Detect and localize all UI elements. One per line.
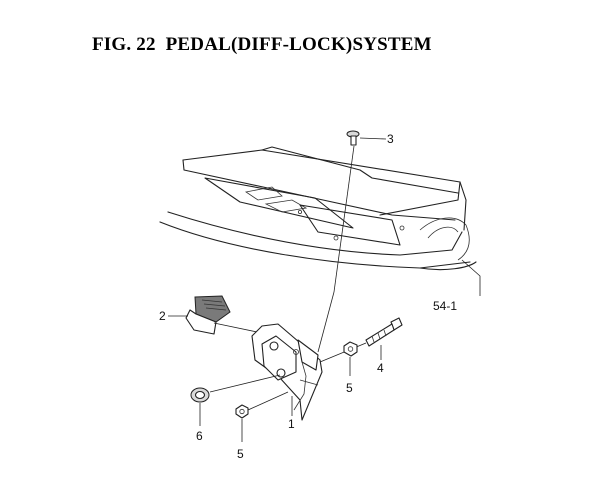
part-5-nut-upper [343, 341, 358, 357]
figure-name: PEDAL(DIFF-LOCK)SYSTEM [165, 34, 432, 55]
callout-5-upper: 5 [346, 381, 353, 395]
part-4-bolt [365, 317, 403, 347]
assembly-line-2 [213, 322, 263, 334]
assembly-line-6 [209, 374, 281, 393]
part-5-nut-lower [235, 404, 249, 419]
callout-2: 2 [159, 309, 166, 323]
assembly-line-3 [333, 145, 355, 293]
callout-3: 3 [387, 132, 394, 146]
callout-5-lower: 5 [237, 447, 244, 461]
part-6-bushing [190, 387, 210, 403]
leader-3 [359, 137, 387, 140]
figure-title: FIG. 22 PEDAL(DIFF-LOCK)SYSTEM [92, 34, 432, 56]
part-2-pedal-pad [185, 295, 231, 335]
assembly-line-1 [317, 291, 335, 353]
part-1-pedal-arm [251, 323, 323, 421]
leader-54-1 [461, 259, 481, 296]
callout-6: 6 [196, 429, 203, 443]
callout-1: 1 [288, 417, 295, 431]
assembly-line-4 [319, 342, 367, 363]
callout-54-1: 54-1 [433, 299, 457, 313]
part-3-bolt [346, 130, 360, 146]
callout-4: 4 [377, 361, 384, 375]
figure-number: FIG. 22 [92, 34, 156, 55]
assembly-line-5-lower [247, 391, 289, 411]
floor-frame-assembly [159, 146, 477, 271]
